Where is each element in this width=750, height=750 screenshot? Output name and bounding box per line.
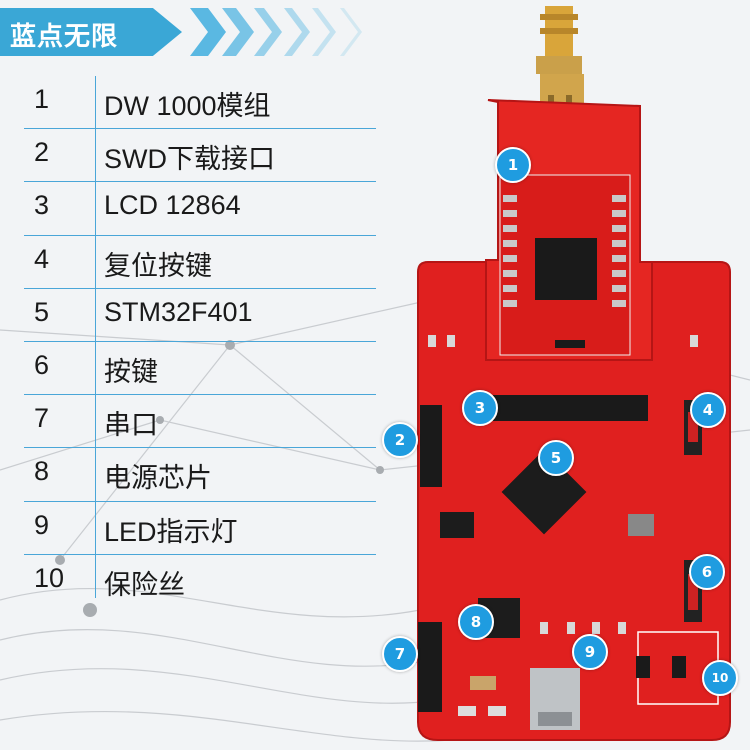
legend-label: SWD下载接口	[104, 144, 275, 175]
marker-8: 8	[458, 604, 494, 640]
marker-7: 7	[382, 636, 418, 672]
legend-row: 10 保险丝	[24, 555, 376, 607]
legend-row: 7 串口	[24, 395, 376, 449]
legend-row: 3 LCD 12864	[24, 182, 376, 236]
legend-label: 按键	[104, 356, 158, 387]
legend-number: 4	[34, 243, 50, 274]
legend-number: 9	[34, 509, 50, 540]
legend-label: LED指示灯	[104, 516, 238, 547]
legend-row: 8 电源芯片	[24, 448, 376, 502]
legend-number: 6	[34, 349, 50, 380]
legend-number: 8	[34, 456, 50, 487]
legend-table: 1 DW 1000模组 2 SWD下载接口 3 LCD 12864 4 复位按键 5 ST…	[24, 76, 376, 607]
legend-number: 7	[34, 403, 50, 434]
legend-row: 1 DW 1000模组	[24, 76, 376, 130]
marker-2: 2	[382, 422, 418, 458]
legend-row: 6 按键	[24, 342, 376, 396]
marker-6: 6	[689, 554, 725, 590]
fuse	[636, 656, 650, 678]
legend-label: 保险丝	[104, 569, 185, 600]
legend-label: DW 1000模组	[104, 91, 271, 121]
marker-4: 4	[690, 392, 726, 428]
legend-row: 5 STM32F401	[24, 289, 376, 342]
legend-label: 电源芯片	[104, 463, 212, 494]
swd-header	[420, 405, 442, 487]
legend-row: 4 复位按键	[24, 236, 376, 289]
legend-number: 1	[34, 84, 50, 114]
legend-number: 2	[34, 137, 50, 168]
legend-row: 2 SWD下载接口	[24, 129, 376, 183]
legend-label: 复位按键	[104, 250, 212, 281]
legend-number: 5	[34, 296, 50, 327]
legend-label: 串口	[104, 410, 158, 441]
banner-stripes	[190, 8, 362, 56]
marker-3: 3	[462, 390, 498, 426]
lcd-header	[480, 395, 648, 421]
marker-1: 1	[495, 147, 531, 183]
pcb-board-photo	[417, 6, 731, 741]
serial-header	[418, 622, 442, 712]
brand-banner: 蓝点无限	[0, 8, 182, 56]
legend-number: 3	[34, 190, 50, 221]
legend-label: LCD 12864	[104, 190, 241, 221]
dw1000-chip	[535, 238, 597, 300]
legend-divider	[95, 76, 96, 598]
marker-10: 10	[702, 660, 738, 696]
legend-label: STM32F401	[104, 296, 253, 327]
brand-logo-text: 蓝点无限	[10, 22, 119, 52]
legend-row: 9 LED指示灯	[24, 502, 376, 555]
marker-9: 9	[572, 634, 608, 670]
marker-5: 5	[538, 440, 574, 476]
legend-number: 10	[34, 562, 65, 593]
